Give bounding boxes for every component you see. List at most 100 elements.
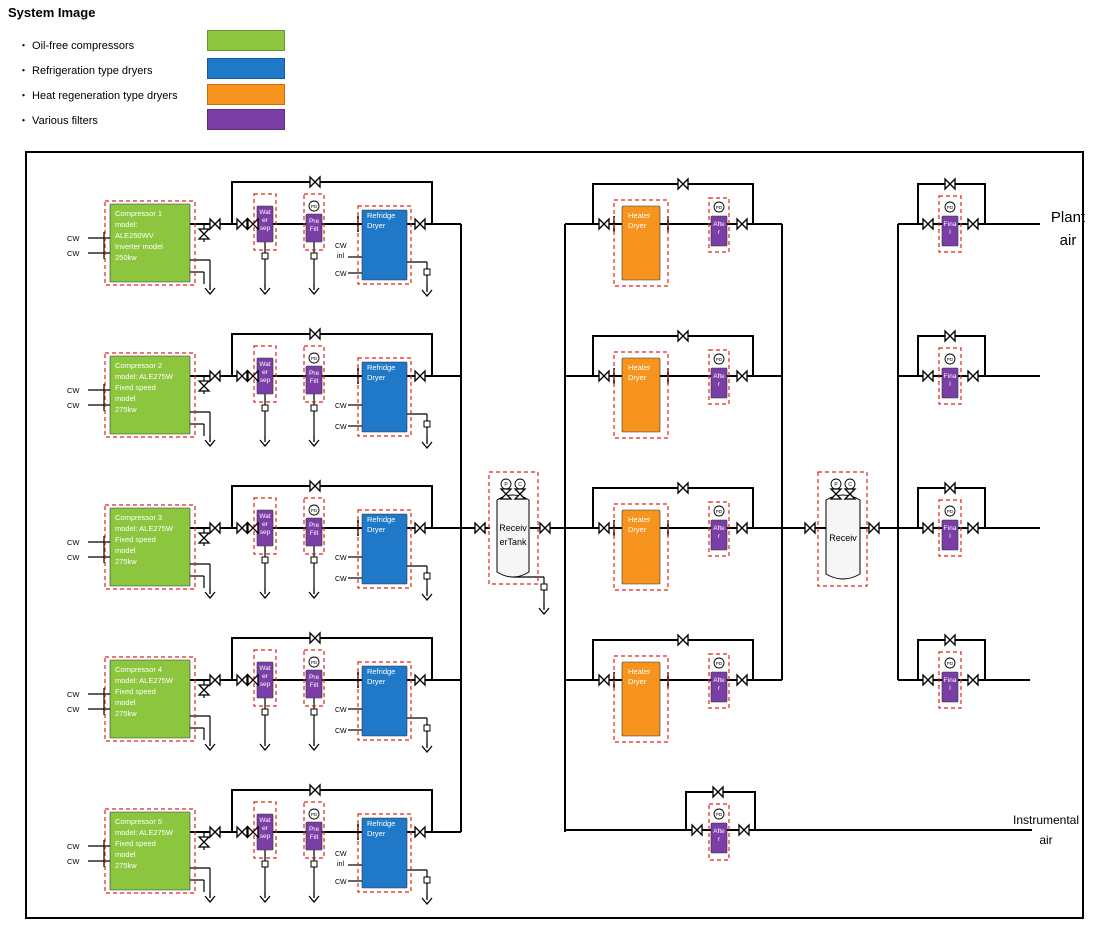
valve-body — [414, 521, 426, 535]
drain-arrow-icon — [308, 743, 320, 752]
valve-icon — [738, 823, 750, 837]
drain-trap-icon — [261, 708, 269, 716]
valve-icon — [677, 177, 689, 191]
drain-arrow-icon — [204, 743, 216, 752]
after-filter-body — [710, 367, 728, 399]
bypass-line — [231, 637, 433, 680]
equipment-boundary — [357, 509, 412, 589]
plant-air-label: Plant — [1051, 209, 1086, 226]
compressor-label: Compressor 3 — [115, 513, 162, 522]
compressor-label: model — [115, 850, 136, 859]
valve-body — [414, 825, 426, 839]
compressor-label: model — [115, 546, 136, 555]
gauge-label: PD — [947, 357, 954, 362]
gauge-label: PD — [716, 661, 723, 666]
valve-body — [736, 673, 748, 687]
valve-body — [843, 488, 857, 500]
compressor-body — [109, 203, 191, 283]
water-separator-label: er — [262, 825, 269, 832]
valve-icon — [247, 521, 259, 535]
drain-trap-icon — [310, 252, 318, 260]
equipment-boundary — [708, 501, 730, 557]
drain-trap-icon — [310, 860, 318, 868]
drain-trap-icon — [423, 724, 431, 732]
cw-label: CW — [67, 234, 80, 243]
compressor-label: model: ALE275W — [115, 828, 174, 837]
valve-icon — [598, 217, 610, 231]
compressor-body — [109, 355, 191, 435]
compressor-label: model — [115, 698, 136, 707]
bypass-line — [231, 181, 433, 224]
valve-icon — [414, 369, 426, 383]
legend-swatch-compressors — [207, 30, 285, 51]
final-filter-label: Fina — [944, 525, 957, 532]
valve-icon — [197, 532, 211, 544]
valve-body — [197, 836, 211, 848]
equipment-boundary — [303, 345, 325, 403]
equipment-boundary — [938, 499, 962, 557]
drain-arrow-icon — [259, 743, 271, 752]
valve-body — [209, 369, 221, 383]
compressor-label: Fixed speed — [115, 687, 156, 696]
pressure-differential-gauge-icon — [308, 352, 320, 364]
valve-icon — [736, 521, 748, 535]
equipment-boundary — [253, 497, 277, 555]
heater-dryer-body — [621, 509, 661, 585]
legend-swatch-refrigeration-dryers — [207, 58, 285, 79]
gauge-label: PD — [311, 812, 318, 817]
compressor-label: Inverter model — [115, 242, 163, 251]
final-filter-label: l — [949, 229, 951, 236]
valve-body — [197, 228, 211, 240]
valve-body — [829, 488, 843, 500]
bypass-line — [231, 485, 433, 528]
valve-icon — [967, 521, 979, 535]
valve-body — [309, 175, 321, 189]
pressure-differential-gauge-icon — [713, 201, 725, 213]
valve-icon — [539, 521, 551, 535]
equipment-boundary — [104, 504, 196, 590]
valve-icon — [209, 825, 221, 839]
valve-body — [197, 380, 211, 392]
compressor-body — [109, 811, 191, 891]
equipment-boundary — [303, 497, 325, 555]
cw-label: CW — [67, 705, 80, 714]
valve-body — [677, 177, 689, 191]
valve-body — [967, 369, 979, 383]
pre-filter-label: Pre — [309, 826, 320, 833]
drain-trap-icon — [423, 420, 431, 428]
gauge-label: PD — [716, 812, 723, 817]
compressor-label: model: ALE275W — [115, 372, 174, 381]
receiver-tank-body — [496, 494, 530, 578]
valve-icon — [944, 633, 956, 647]
after-filter-body — [710, 519, 728, 551]
heater-dryer-label: Heater — [628, 515, 651, 524]
equipment-boundary — [357, 661, 412, 741]
cw-label: CW — [335, 576, 347, 583]
drain-arrow-icon — [204, 895, 216, 904]
bypass-line — [231, 789, 433, 832]
water-separator-label: er — [262, 369, 269, 376]
drain-trap-icon — [540, 583, 548, 591]
valve-icon — [197, 684, 211, 696]
valve-icon — [736, 217, 748, 231]
drain-trap-icon — [423, 876, 431, 884]
drain-arrow-icon — [259, 287, 271, 296]
refridge-dryer-body — [361, 361, 408, 433]
valve-icon — [197, 836, 211, 848]
valve-body — [598, 521, 610, 535]
gauge-label: PD — [716, 357, 723, 362]
drain-arrow-icon — [204, 591, 216, 600]
instrumental-air-label: air — [1039, 833, 1052, 847]
diagram-frame — [25, 151, 1084, 919]
receiver-tank-label: erTank — [499, 537, 527, 547]
gauge-label: PD — [947, 661, 954, 666]
gauge-label: PD — [947, 205, 954, 210]
after-filter-label: Afte — [713, 373, 725, 380]
drain-trap-icon — [310, 708, 318, 716]
cw-label: CW — [67, 690, 80, 699]
after-filter-body — [710, 822, 728, 854]
cw-label: inl — [337, 861, 344, 868]
cw-label: CW — [67, 249, 80, 258]
valve-icon — [598, 369, 610, 383]
